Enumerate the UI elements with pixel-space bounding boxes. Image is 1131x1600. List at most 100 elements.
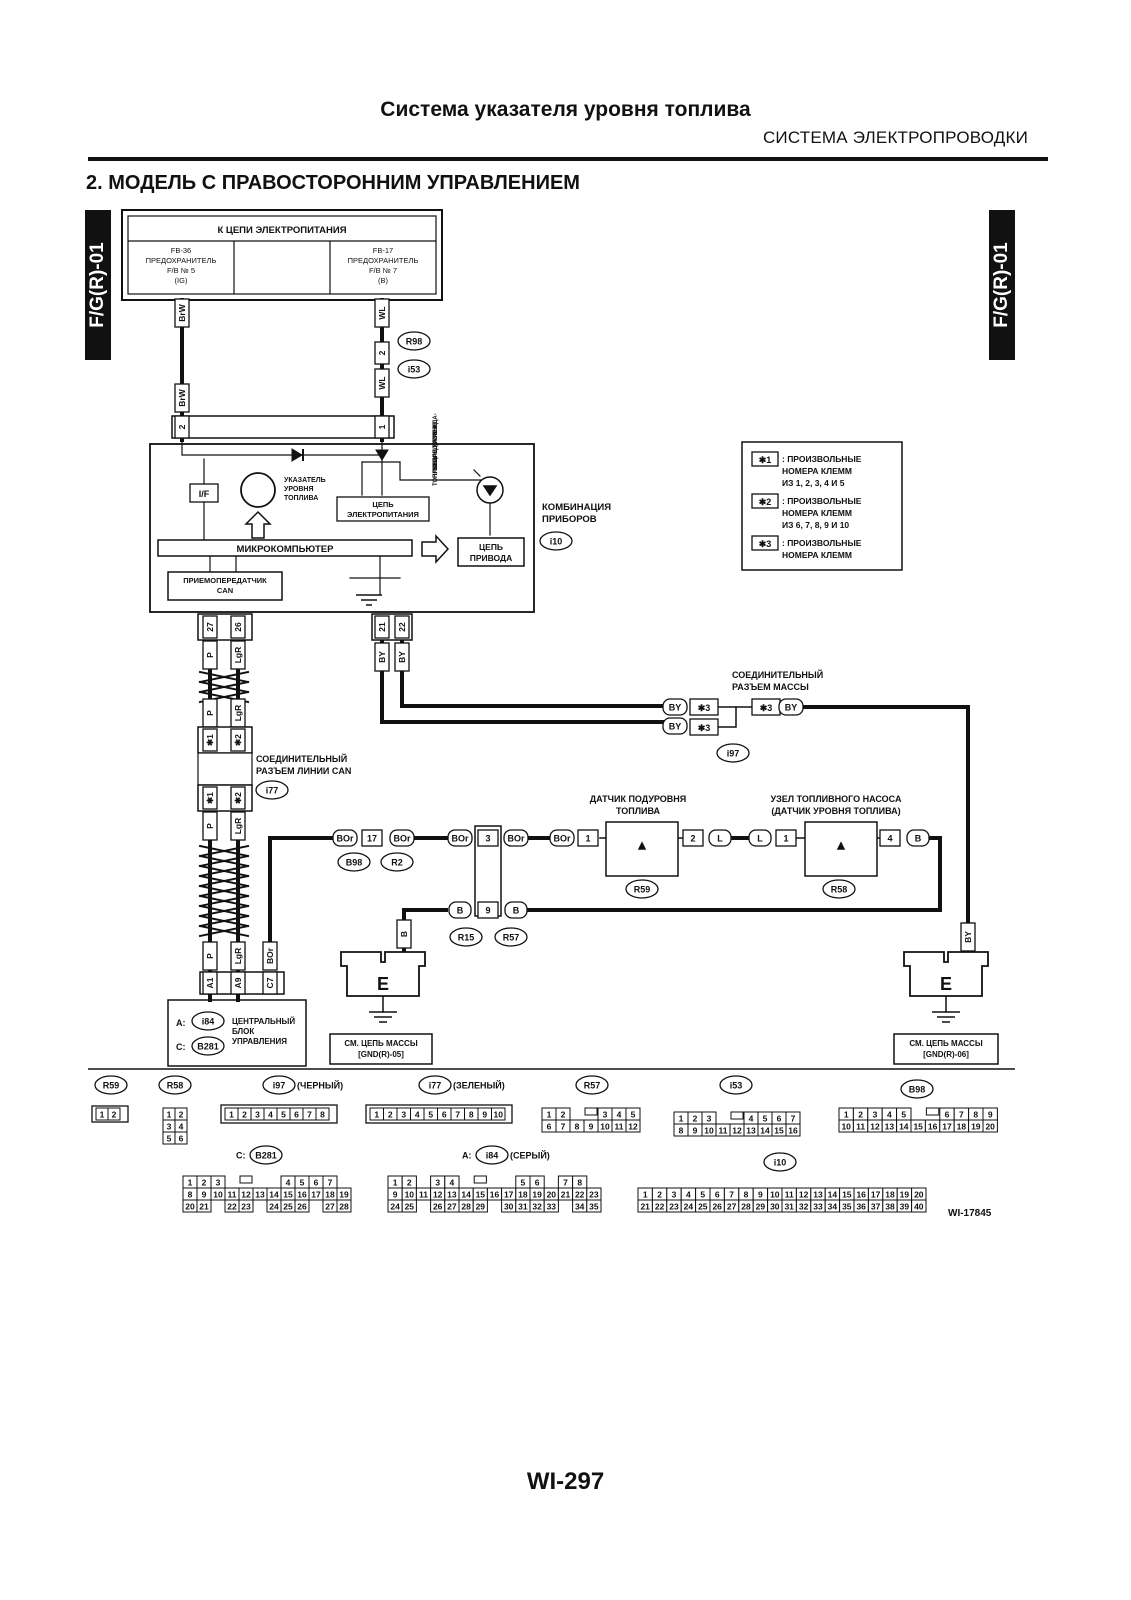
up-arrow-icon [244,510,272,539]
pin-number: 26 [233,622,243,632]
wire-color-label: BY [963,931,973,943]
ground-right-ref-box [893,1033,999,1065]
connector-pin-number: 34 [828,1202,838,1212]
connector-i77-mid [197,752,253,786]
connector-pin-number: 32 [532,1202,542,1212]
connector-pin-number: 18 [325,1190,335,1200]
connector-pin-number: 5 [300,1178,305,1188]
connector-pin-number: 14 [828,1190,838,1200]
connector-ref-label: R98 [406,337,423,347]
connector-pin-number: 15 [476,1190,486,1200]
connector-pin-number: 37 [871,1202,881,1212]
ecu-a-label: A: [176,1018,186,1028]
pin-box [394,615,410,639]
pin-number: ✱3 [698,703,711,713]
connector-pin-number: 1 [229,1110,234,1120]
twist [198,844,250,858]
connector-pin-number: 1 [679,1114,684,1124]
connector-pin-number: 9 [482,1110,487,1120]
connector-ref-label: B281 [197,1042,219,1052]
fuse-left-label: (IG) [175,276,188,285]
power-title: К ЦЕПИ ЭЛЕКТРОПИТАНИЯ [217,225,346,236]
connector-ref-label: i97 [273,1081,286,1091]
wire-color-label: WL [377,306,387,319]
connector-pin-number: 10 [494,1110,504,1120]
connector-ref-label: i10 [550,537,563,547]
drive-circuit-box [457,537,525,567]
pin-box [374,415,390,439]
connector-view-ref [575,1075,609,1095]
connector-pin-number: 9 [393,1190,398,1200]
connector-pin-number: 30 [770,1202,780,1212]
wire-color-label: P [205,953,215,959]
i97-cell [315,1107,330,1121]
connector-pin-number: 23 [241,1202,251,1212]
pin-box [202,728,218,752]
connector-prefix: A: [462,1151,472,1161]
legend-text: ИЗ 6, 7, 8, 9 И 10 [782,520,849,530]
connector-pin-number: 2 [179,1110,184,1120]
r58-cell [174,1131,188,1145]
key-notch [584,1107,598,1116]
connector-pin-number: 28 [741,1202,751,1212]
wire-tag [448,901,472,919]
wire-tag [389,829,415,847]
wire-color-label: B [513,906,520,916]
connector-pin-number: 2 [388,1110,393,1120]
connector-pin-number: 13 [255,1190,265,1200]
diode-icon [291,448,303,462]
key-notch [473,1175,487,1184]
gauge-label: УРОВНЯ [284,486,314,493]
header-rule [88,157,1048,161]
connector-pin-number: 2 [561,1110,566,1120]
connector-pin-number: 1 [844,1110,849,1120]
connector-pin-number: 4 [415,1110,420,1120]
wire-color-label: BY [669,722,682,732]
connector-view-ref [763,1152,797,1172]
ecu-label: ЦЕНТРАЛЬНЫЙ [232,1017,295,1026]
connector-pin-number: 16 [788,1126,798,1136]
fuse-right-label: (B) [378,276,389,285]
pin-number: 22 [397,622,407,632]
connector-pin-number: 8 [188,1190,193,1200]
connector-pin-number: 19 [971,1122,981,1132]
key-notch [730,1111,744,1120]
connector-pin-number: 3 [216,1178,221,1188]
wire-color-label: BY [397,651,407,663]
wire-tag [748,829,772,847]
connector-pin-number: 22 [575,1190,585,1200]
connector-ref-oval [397,331,431,351]
wire-color-label: BOr [393,834,411,844]
i10-cell [911,1199,927,1213]
connector-pin-number: 14 [461,1190,471,1200]
connector-pin-number: 1 [167,1110,172,1120]
wiper-arrow [637,841,647,850]
connector-pin-number: 14 [899,1122,909,1132]
connector-pin-number: 12 [628,1122,638,1132]
wire-tag [230,811,246,841]
key-notch [925,1107,940,1116]
connector-pin-number: 5 [700,1190,705,1200]
connector-pin-number: 13 [447,1190,457,1200]
wire-tag [374,368,390,398]
fuse-right-label: ПРЕДОХРАНИТЕЛЬ [348,256,419,265]
wire-by [400,638,674,708]
fuse-right-label: F/B № 7 [369,266,397,275]
wire-tag [374,642,390,672]
connector-pin-number: 19 [339,1190,349,1200]
wire-bor [268,836,336,947]
connector-color-note: (ЧЕРНЫЙ) [297,1080,343,1091]
connector-pin-number: 5 [167,1134,172,1144]
fuel-gauge-icon [240,472,276,508]
power-source-box [121,209,443,301]
connector-pin-number: 2 [242,1110,247,1120]
connector-pin-number: 25 [698,1202,708,1212]
connector-ref-label: R58 [167,1081,184,1091]
wire-tag [708,829,732,847]
can-transceiver-box [167,571,283,601]
b281-cell [238,1199,254,1213]
connector-ref-label: R2 [391,858,403,868]
pin-number: 2 [377,350,387,355]
connector-pin-number: 9 [988,1110,993,1120]
